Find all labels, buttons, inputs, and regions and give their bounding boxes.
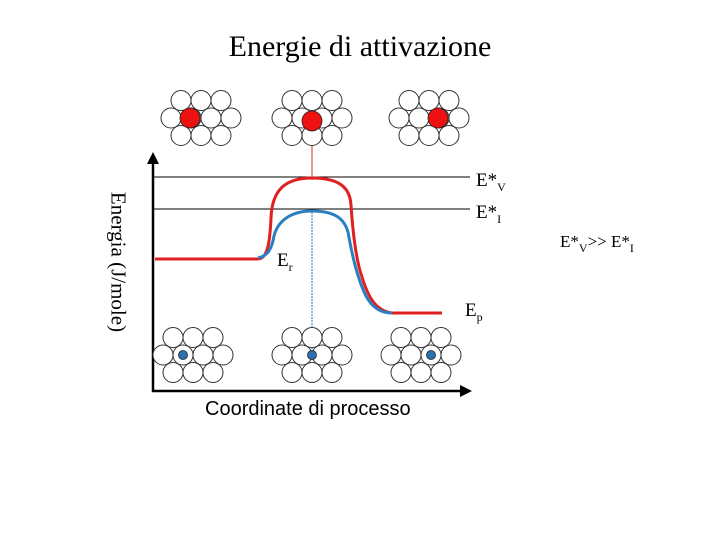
label-er: Er — [277, 250, 293, 274]
interstitial-cluster-middle-atom — [301, 362, 323, 383]
interstitial-cluster-end-atom — [430, 362, 452, 383]
interstitial-cluster-end-atom — [410, 362, 432, 383]
x-axis-label: Coordinate di processo — [205, 398, 411, 420]
interstitial-cluster-start-atom — [202, 362, 224, 383]
interstitial-cluster-middle-atom — [331, 344, 353, 366]
y-axis-arrowhead — [147, 152, 159, 164]
interstitial-cluster-end-atom — [410, 327, 432, 348]
vacancy-cluster-end-atom — [398, 125, 420, 146]
vacancy-cluster-middle-atom — [271, 107, 293, 129]
vacancy-cluster-middle-atom — [321, 125, 343, 146]
vacancy-atom-middle — [301, 110, 323, 132]
interstitial-energy-curve — [257, 209, 393, 315]
interstitial-cluster-middle-atom — [281, 362, 303, 383]
vacancy-cluster-middle-atom — [301, 90, 323, 111]
vacancy-cluster-end-atom — [398, 90, 420, 111]
interstitial-cluster-start-atom — [182, 327, 204, 348]
interstitial-cluster-start-atom — [182, 362, 204, 383]
vacancy-cluster-end-atom — [418, 125, 440, 146]
vacancy-cluster-middle-atom — [281, 125, 303, 146]
vacancy-cluster-start-atom — [170, 90, 192, 111]
vacancy-cluster-end-atom — [438, 90, 460, 111]
vacancy-cluster-start-atom — [200, 107, 222, 129]
vacancy-atom-end — [427, 107, 449, 129]
interstitial-cluster-end-atom — [380, 344, 402, 366]
vacancy-cluster-end-atom — [448, 107, 470, 129]
vacancy-atom-start — [179, 107, 201, 129]
vacancy-cluster-end-atom — [388, 107, 410, 129]
interstitial-cluster-middle-atom — [281, 327, 303, 348]
x-axis-arrowhead — [460, 385, 472, 397]
interstitial-cluster-end-atom — [430, 327, 452, 348]
y-axis-label: Energia (J/mole) — [106, 191, 131, 333]
label-comparison: E*V>> E*I — [560, 232, 634, 255]
interstitial-cluster-start-atom — [212, 344, 234, 366]
interstitial-cluster-end-atom — [390, 362, 412, 383]
vacancy-cluster-start-atom — [210, 90, 232, 111]
interstitial-cluster-middle-atom — [271, 344, 293, 366]
interstitial-cluster-start-atom — [202, 327, 224, 348]
interstitial-cluster-end-atom — [440, 344, 462, 366]
vacancy-cluster-middle-atom — [331, 107, 353, 129]
interstitial-cluster-start-atom — [162, 327, 184, 348]
interstitial-cluster-middle-atom — [301, 327, 323, 348]
interstitial-cluster-end-atom — [400, 344, 422, 366]
vacancy-cluster-end-atom — [438, 125, 460, 146]
vacancy-cluster-start-atom — [210, 125, 232, 146]
vacancy-energy-curve — [155, 176, 442, 315]
vacancy-cluster-start-atom — [170, 125, 192, 146]
label-ei: E*I — [476, 202, 502, 226]
vacancy-cluster-start-atom — [220, 107, 242, 129]
label-ev: E*V — [476, 170, 506, 194]
vacancy-cluster-start-atom — [190, 90, 212, 111]
interstitial-cluster-middle-atom — [321, 362, 343, 383]
interstitial-cluster-start-atom — [152, 344, 174, 366]
vacancy-cluster-start-atom — [190, 125, 212, 146]
interstitial-cluster-middle-atom — [321, 327, 343, 348]
interstitial-atom-middle — [307, 350, 317, 360]
interstitial-cluster-start-atom — [162, 362, 184, 383]
vacancy-cluster-middle-atom — [281, 90, 303, 111]
interstitial-cluster-end-atom — [390, 327, 412, 348]
vacancy-cluster-end-atom — [418, 90, 440, 111]
vacancy-cluster-start-atom — [160, 107, 182, 129]
vacancy-cluster-middle-atom — [321, 90, 343, 111]
interstitial-atom-start — [178, 350, 188, 360]
interstitial-cluster-start-atom — [192, 344, 214, 366]
interstitial-atom-end — [426, 350, 436, 360]
diagram-title: Energie di attivazione — [228, 30, 492, 63]
label-ep: Ep — [465, 300, 483, 324]
vacancy-cluster-end-atom — [408, 107, 430, 129]
